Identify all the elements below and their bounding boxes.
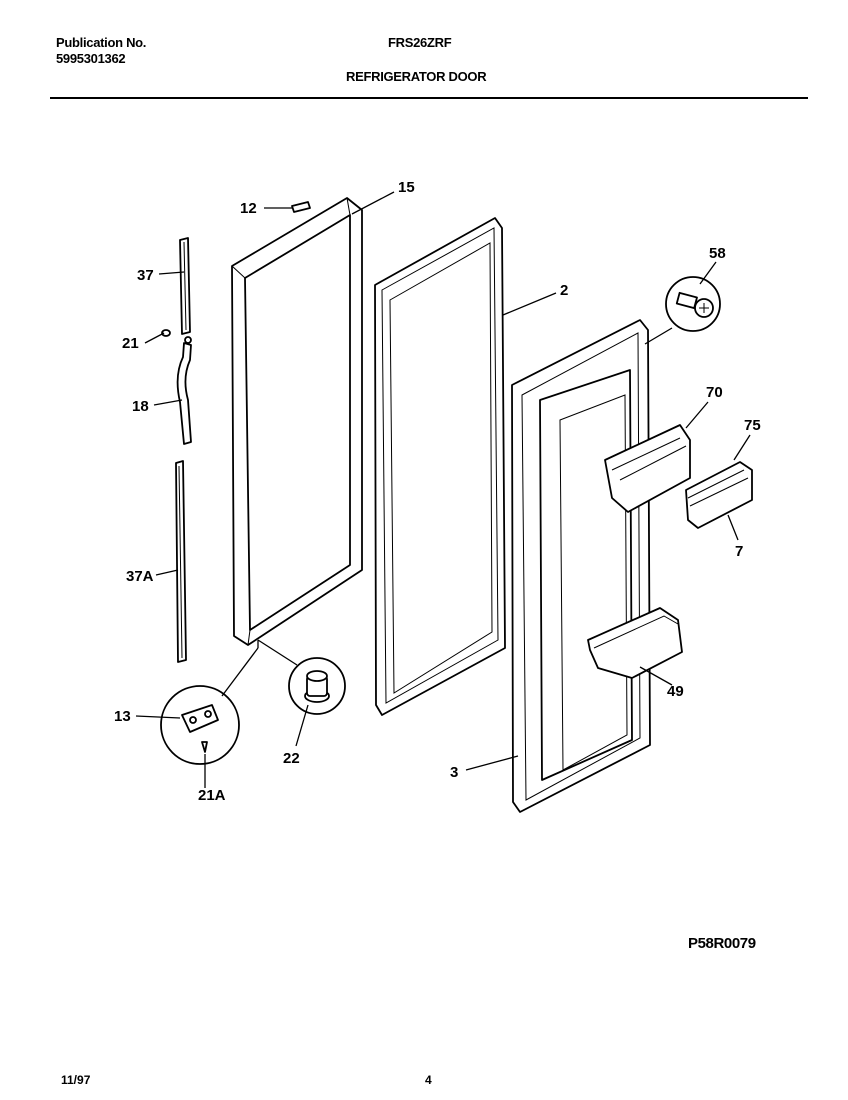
part-70-dairy-door bbox=[604, 424, 691, 513]
part-3-door-liner bbox=[511, 319, 651, 813]
callout-7: 7 bbox=[735, 543, 743, 560]
part-49-shelf-bin bbox=[587, 607, 683, 679]
part-13-hinge-detail bbox=[160, 685, 240, 765]
callout-37a: 37A bbox=[126, 568, 154, 585]
callout-12: 12 bbox=[240, 200, 257, 217]
callout-75: 75 bbox=[744, 417, 761, 434]
callout-49: 49 bbox=[667, 683, 684, 700]
part-12-plug bbox=[291, 201, 311, 213]
part-21-screw bbox=[161, 329, 192, 344]
callout-22: 22 bbox=[283, 750, 300, 767]
model-number: FRS26ZRF bbox=[388, 35, 452, 50]
callout-18: 18 bbox=[132, 398, 149, 415]
callout-37: 37 bbox=[137, 267, 154, 284]
publication-number: 5995301362 bbox=[56, 51, 126, 66]
publication-label: Publication No. bbox=[56, 35, 147, 50]
leader-lines bbox=[135, 191, 751, 788]
callout-70: 70 bbox=[706, 384, 723, 401]
part-2-gasket bbox=[374, 217, 506, 716]
header-divider bbox=[50, 97, 808, 99]
callout-21a: 21A bbox=[198, 787, 226, 804]
footer-date: 11/97 bbox=[61, 1073, 91, 1087]
callout-2: 2 bbox=[560, 282, 568, 299]
part-75-trim bbox=[685, 461, 753, 529]
callout-58: 58 bbox=[709, 245, 726, 262]
part-22-bushing-detail bbox=[288, 657, 346, 715]
part-37-trim-strip bbox=[179, 237, 191, 335]
part-58-screw-detail bbox=[665, 276, 721, 332]
figure-code: P58R0079 bbox=[688, 935, 756, 952]
part-37a-trim-strip bbox=[175, 460, 187, 663]
callout-15: 15 bbox=[398, 179, 415, 196]
part-18-handle bbox=[176, 342, 192, 445]
footer-page-number: 4 bbox=[425, 1073, 432, 1087]
callout-13: 13 bbox=[114, 708, 131, 725]
section-title: REFRIGERATOR DOOR bbox=[346, 69, 487, 84]
callout-3: 3 bbox=[450, 764, 458, 781]
part-15-door-frame bbox=[231, 197, 363, 646]
callout-21: 21 bbox=[122, 335, 139, 352]
